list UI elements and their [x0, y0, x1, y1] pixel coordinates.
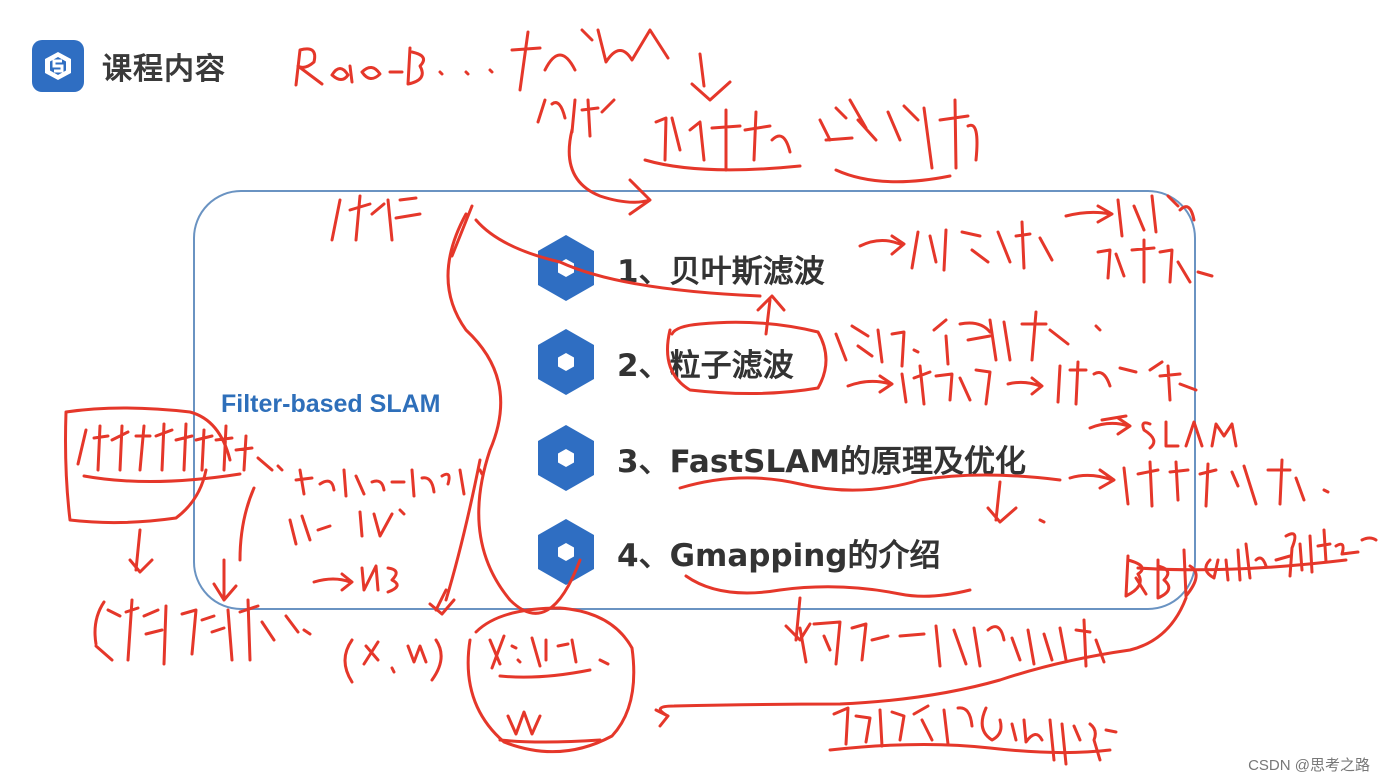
page-title: 课程内容 [102, 52, 226, 87]
hexagon-bullet-icon [535, 233, 597, 303]
agenda-item-4: 4、Gmapping的介绍 [535, 516, 941, 588]
agenda-label: 2、粒子滤波 [617, 347, 794, 384]
agenda-label: 4、Gmapping的介绍 [617, 537, 941, 574]
hexagon-bullet-icon [535, 517, 597, 587]
slide-logo-icon [32, 40, 84, 92]
agenda-item-3: 3、FastSLAM的原理及优化 [535, 422, 1026, 494]
agenda-label: 1、贝叶斯滤波 [617, 253, 825, 290]
hexagon-bullet-icon [535, 423, 597, 493]
csdn-watermark: CSDN @思考之路 [1248, 757, 1370, 774]
agenda-item-1: 1、贝叶斯滤波 [535, 232, 825, 304]
hexagon-bullet-icon [535, 327, 597, 397]
agenda-label: 3、FastSLAM的原理及优化 [617, 443, 1027, 480]
slide-header: 课程内容 [32, 40, 226, 92]
agenda-item-2: 2、粒子滤波 [535, 326, 794, 398]
filter-based-slam-label: Filter-based SLAM [221, 390, 441, 418]
